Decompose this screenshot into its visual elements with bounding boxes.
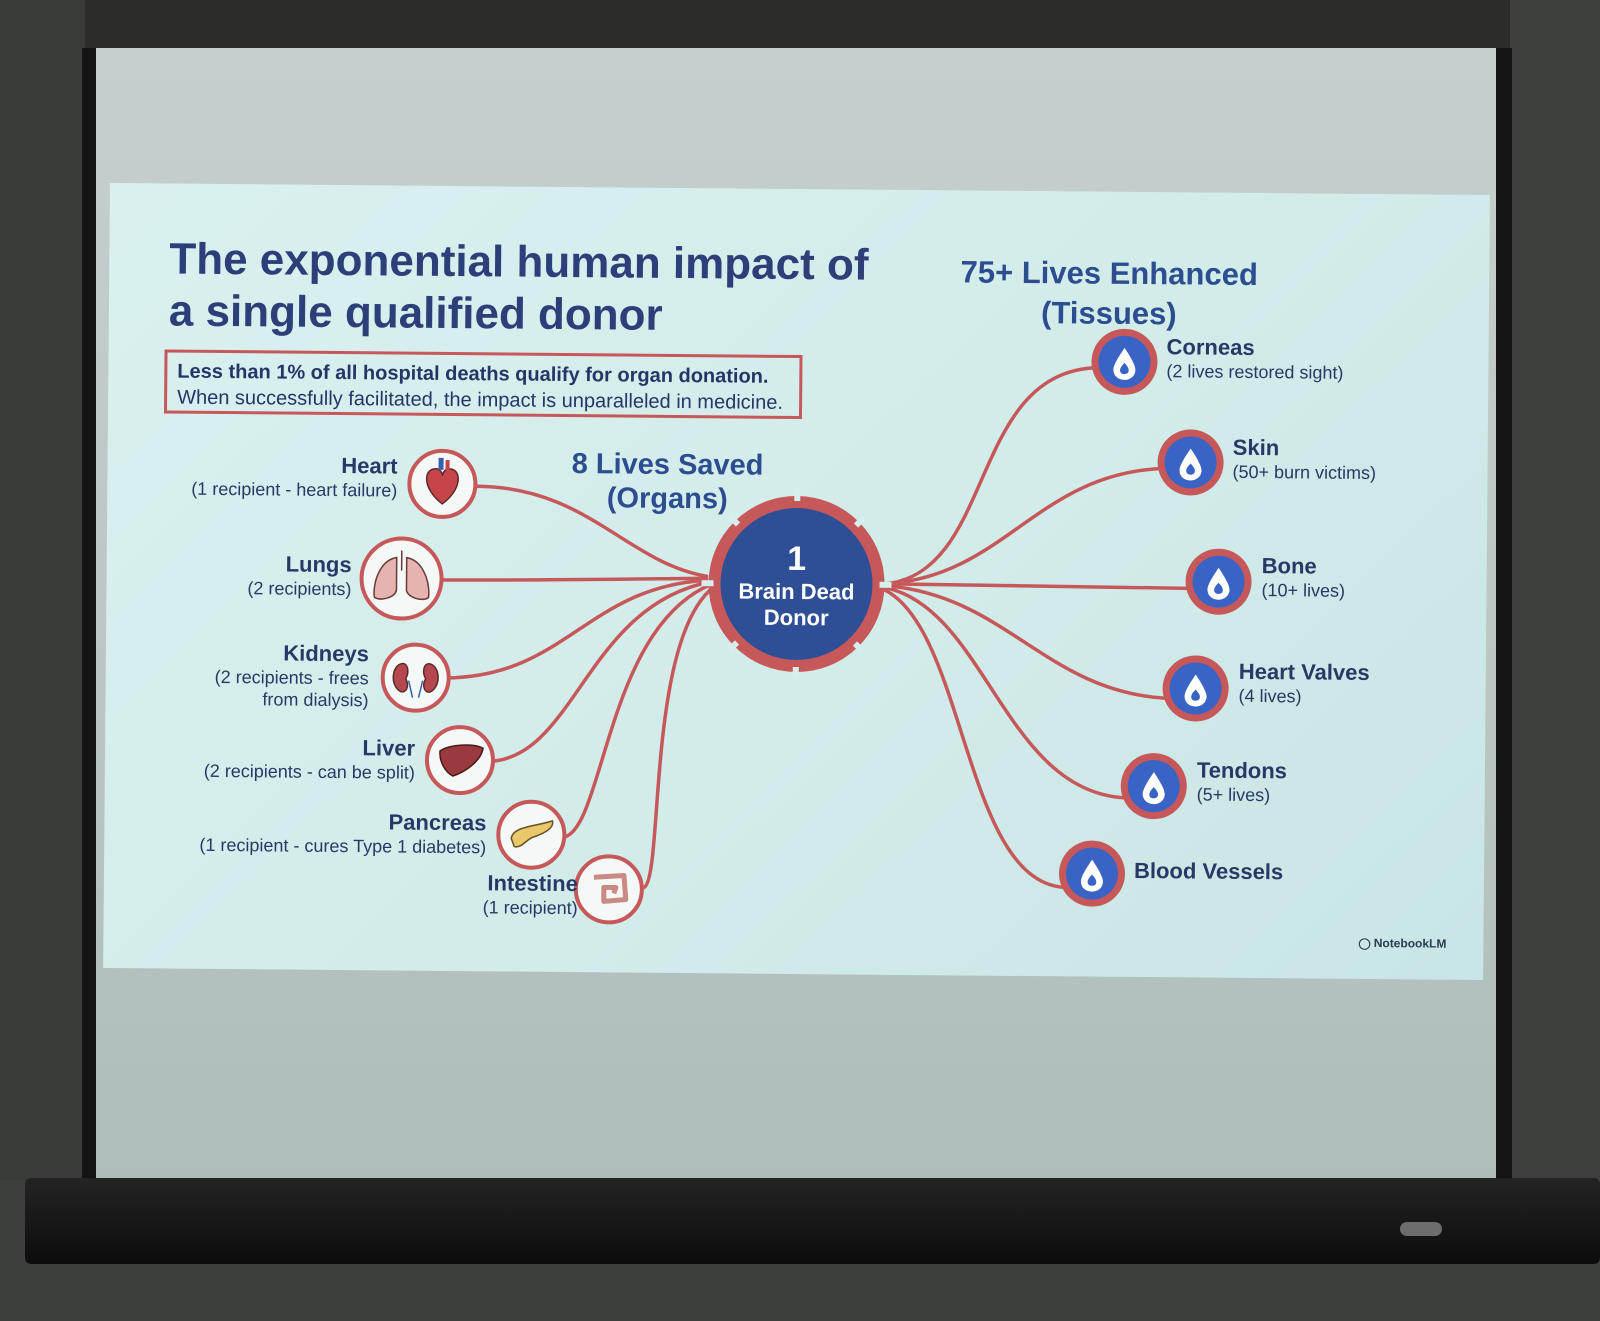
organ-label-pancreas: Pancreas (1 recipient - cures Type 1 dia… — [126, 807, 486, 858]
room-wall-left — [0, 0, 85, 1321]
tissue-name: Blood Vessels — [1133, 857, 1284, 885]
connector-corneas — [884, 365, 1101, 586]
intestine-icon — [593, 873, 629, 904]
connector-blood-vessels — [882, 588, 1066, 890]
connector-heart — [475, 484, 709, 578]
organ-desc: (2 recipients) — [247, 578, 352, 600]
tissue-desc: (4 lives) — [1238, 685, 1302, 707]
screen-brand-badge — [1400, 1222, 1442, 1236]
tissue-desc: (5+ lives) — [1196, 784, 1271, 806]
tissue-label-corneas: Corneas (2 lives restored sight) — [1166, 334, 1426, 384]
tissue-badge-heart-valves — [1162, 655, 1229, 722]
droplet-icon — [1207, 567, 1230, 600]
organ-name: Intestine — [487, 870, 579, 897]
connector-heart-valves — [884, 584, 1168, 700]
organ-label-kidneys: Kidneys (2 recipients - frees from dialy… — [103, 638, 369, 711]
connector-skin — [884, 466, 1170, 586]
organ-desc: (1 recipient - heart failure) — [191, 478, 398, 501]
connector-liver — [488, 580, 711, 764]
organ-label-intestine: Intestine (1 recipient) — [218, 868, 578, 919]
donor-hub — [701, 488, 892, 680]
screen-bottom-bar — [25, 1178, 1600, 1264]
droplet-icon — [1080, 859, 1103, 892]
callout-line-2: When successfully facilitated, the impac… — [177, 386, 784, 414]
tissue-badge-bone — [1185, 548, 1252, 615]
notebooklm-logo-icon: ◯ — [1358, 937, 1371, 951]
tissue-badge-corneas — [1091, 328, 1158, 395]
room-wall-right — [1510, 0, 1600, 1321]
tissue-desc: (10+ lives) — [1261, 580, 1346, 601]
organ-icon-liver-wrap — [424, 725, 495, 796]
connector-kidneys — [443, 578, 709, 680]
watermark-text: NotebookLM — [1373, 936, 1447, 951]
heart-icon — [426, 457, 459, 505]
notebooklm-watermark: ◯NotebookLM — [1358, 936, 1446, 951]
organ-name: Heart — [341, 453, 398, 479]
organ-label-lungs: Lungs (2 recipients) — [103, 549, 352, 600]
tissue-name: Tendons — [1196, 757, 1288, 784]
organ-name: Lungs — [285, 551, 352, 578]
kidneys-icon — [392, 662, 439, 698]
tissue-badge-tendons — [1120, 753, 1187, 820]
organ-icon-kidneys-wrap — [380, 642, 451, 713]
presentation-slide: The exponential human impact of a single… — [103, 183, 1490, 981]
organ-icon-intestine-wrap — [573, 854, 644, 925]
organ-label-liver: Liver (2 recipients - can be split) — [103, 733, 415, 784]
tissue-name: Bone — [1261, 553, 1317, 579]
tissue-name: Heart Valves — [1238, 658, 1370, 686]
diagram-canvas — [359, 328, 1252, 925]
droplet-icon — [1179, 448, 1202, 481]
connector-tendons — [884, 586, 1127, 800]
connector-bone — [884, 582, 1199, 591]
tissue-label-skin: Skin (50+ burn victims) — [1232, 435, 1490, 485]
organ-name: Pancreas — [388, 809, 487, 836]
tissue-label-bone: Bone (10+ lives) — [1261, 553, 1490, 603]
organ-desc: (2 recipients - frees from dialysis) — [214, 666, 369, 711]
tissue-desc: (2 lives restored sight) — [1166, 361, 1344, 383]
droplet-icon — [1184, 674, 1207, 707]
tissue-label-blood-vessels: Blood Vessels — [1134, 858, 1394, 886]
donor-hub-text: 1 Brain Dead Donor — [722, 538, 871, 631]
tissue-badge-skin — [1157, 429, 1224, 496]
tissue-name: Skin — [1232, 434, 1280, 461]
organ-desc: (1 recipient) — [482, 897, 578, 919]
organ-label-heart: Heart (1 recipient - heart failure) — [103, 450, 398, 501]
statistic-callout: Less than 1% of all hospital deaths qual… — [163, 349, 803, 420]
organ-icon-pancreas-wrap — [496, 799, 567, 870]
organ-name: Liver — [362, 735, 416, 761]
connector-lungs — [434, 576, 709, 582]
tissue-desc: (50+ burn victims) — [1232, 461, 1377, 484]
droplet-icon — [1142, 772, 1165, 805]
connector-intestine — [642, 584, 717, 890]
liver-icon — [439, 744, 484, 777]
connector-pancreas — [562, 582, 714, 839]
tissue-badge-blood-vessels — [1059, 840, 1126, 907]
lungs-icon — [373, 550, 430, 601]
organ-name: Kidneys — [283, 640, 370, 667]
organ-desc: (2 recipients - can be split) — [203, 760, 415, 783]
pancreas-icon — [510, 819, 554, 848]
organ-icon-lungs-wrap — [359, 536, 444, 621]
tissues-heading: 75+ Lives Enhanced (Tissues) — [960, 254, 1259, 332]
organ-desc: (1 recipient - cures Type 1 diabetes) — [199, 834, 487, 858]
tissue-label-tendons: Tendons (5+ lives) — [1197, 758, 1457, 808]
droplet-icon — [1113, 347, 1136, 380]
tissue-name: Corneas — [1166, 334, 1255, 360]
slide-title: The exponential human impact of a single… — [168, 234, 869, 340]
organs-heading: 8 Lives Saved (Organs) — [571, 448, 764, 516]
organ-icon-heart-wrap — [407, 448, 478, 519]
tissue-label-heart-valves: Heart Valves (4 lives) — [1238, 659, 1489, 709]
donor-label: Brain Dead Donor — [738, 578, 855, 631]
donor-count: 1 — [787, 539, 807, 579]
